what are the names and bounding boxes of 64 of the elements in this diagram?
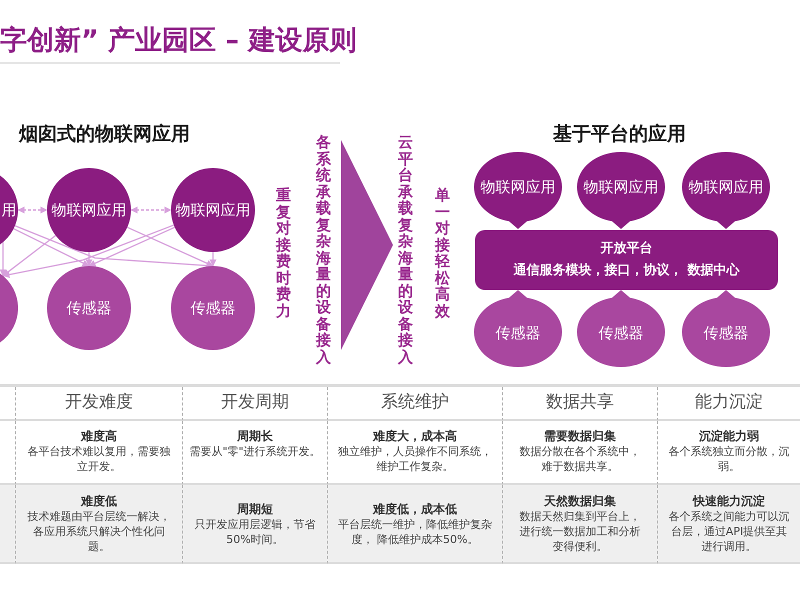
node-label: 传感器: [598, 324, 644, 342]
platform-text: 通信服务模块，接口，协议， 数据中心: [514, 263, 740, 279]
chevron-arrow: [341, 140, 393, 350]
node-label: 用: [2, 201, 16, 219]
app-bubble: [682, 152, 770, 229]
sensor-bubble: [682, 290, 770, 367]
cell-title: 天然数据归集: [544, 493, 616, 509]
cell-title: 周期长: [237, 428, 273, 444]
arrow: [86, 252, 92, 266]
node-label: 物联网应用: [584, 178, 658, 196]
node-label: 传感器: [704, 324, 748, 342]
app-circle: [47, 168, 131, 252]
node-label: 传感器: [66, 299, 112, 317]
sensor-circle: [47, 266, 131, 350]
sensor-bubble: [577, 290, 665, 367]
cell-text: 需要从"零"进行系统开发。: [189, 444, 321, 459]
cell-text: 数据分散在各个系统中，难于数据共享。: [518, 444, 642, 474]
vertical-text: 重复对接费时费力: [276, 187, 291, 319]
cell-text: 进行调用。: [702, 539, 756, 554]
cell-text: 技术难题由平台层统一解决，各应用系统只解决个性化问题。: [26, 509, 172, 554]
arrow: [2, 224, 174, 278]
cell-text: 平台层统一维护，降低维护复杂度， 降低维护成本50%。: [337, 516, 493, 546]
arrow: [127, 226, 214, 267]
arrow: [13, 228, 90, 267]
cell-title: 难度低，成本低: [373, 500, 457, 516]
cell-title: 难度高: [81, 428, 117, 444]
cell-text: 数据天然归集到平台上，进行统一数据加工和分析变得便利。: [518, 509, 642, 554]
cell-text: 弱。: [718, 459, 740, 474]
vertical-text: 单一对接轻松高效: [435, 187, 450, 319]
vertical-text: 各系统承载复杂海量的设备接入: [316, 134, 331, 365]
cell-title: 沉淀能力弱: [699, 428, 759, 444]
node-label: 物联网应用: [480, 178, 556, 196]
cell-text: 台层，通过API提供至其: [670, 524, 788, 539]
app-bubble: [577, 152, 665, 229]
cell-text: 独立维护，人员操作不同系统，维护工作复杂。: [337, 444, 493, 474]
cell-title: 周期短: [237, 500, 273, 516]
sensor-circle: [171, 266, 255, 350]
cell-text: 只开发应用层逻辑，节省50%时间。: [194, 516, 316, 546]
node-label: 传感器: [496, 324, 540, 342]
vertical-text: 云平台承载复杂海量的设备接入: [398, 134, 413, 365]
cell-title: 快速能力沉淀: [693, 493, 765, 509]
cell-text: 各平台技术难以复用，需要独立开发。: [26, 444, 172, 474]
platform-title: 开放平台: [600, 241, 652, 257]
sensor-bubble: [474, 290, 562, 367]
arrow: [2, 235, 56, 276]
node-label: 传感器: [190, 299, 236, 317]
section-heading: 烟囱式的物联网应用: [19, 122, 190, 147]
app-bubble: [474, 152, 562, 229]
dashed-arrow: [130, 206, 172, 214]
node-label: 物联网应用: [688, 178, 764, 196]
node-label: 物联网应用: [176, 201, 250, 219]
section-heading: 基于平台的应用: [553, 122, 686, 147]
arrow: [210, 252, 216, 266]
cell-title: 难度大，成本高: [373, 428, 457, 444]
cell-title: 需要数据归集: [544, 428, 616, 444]
arrow: [0, 242, 6, 276]
page-title: 字创新” 产业园区 – 建设原则: [0, 24, 356, 58]
cell-title: 难度低: [81, 493, 117, 509]
node-label: 物联网应用: [52, 201, 126, 219]
arrow: [88, 226, 175, 267]
app-circle: [171, 168, 255, 252]
dashed-arrow: [18, 206, 48, 214]
cell-text: 各个系统之间能力可以沉: [668, 509, 790, 524]
cell-text: 各个系统独立而分散，沉: [668, 444, 790, 459]
